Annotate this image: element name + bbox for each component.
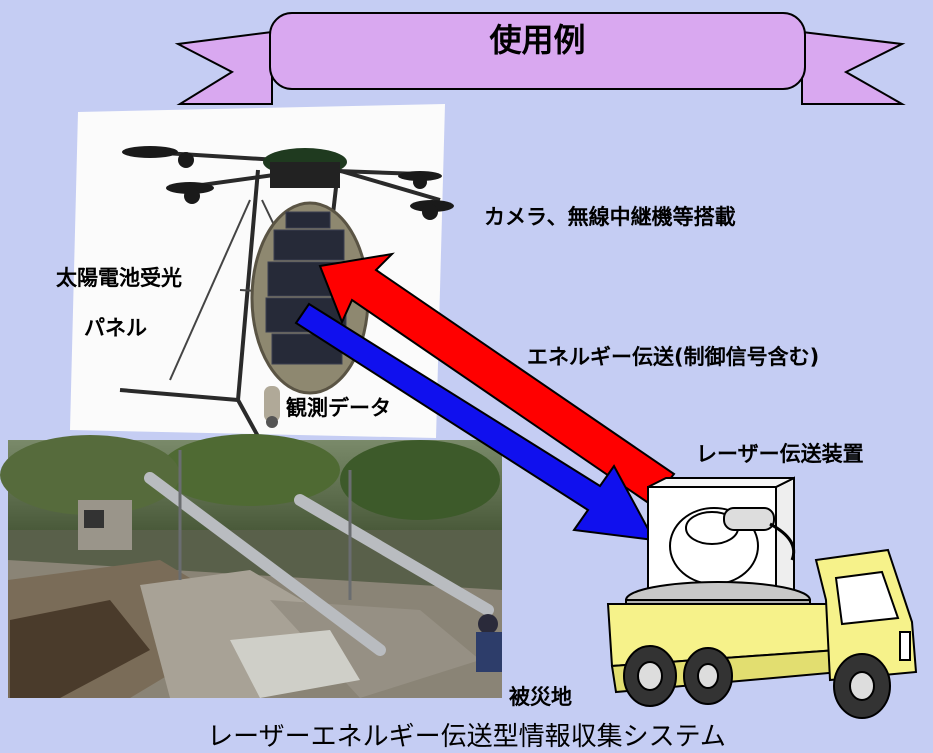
banner-title: 使用例 bbox=[489, 21, 586, 59]
laser-device-label: レーザー伝送装置 bbox=[696, 442, 864, 466]
energy-transmission-label: エネルギー伝送(制御信号含む) bbox=[527, 345, 820, 369]
payload-label: カメラ、無線中継機等搭載 bbox=[484, 205, 736, 229]
banner-left-tail bbox=[174, 30, 273, 105]
banner-body bbox=[269, 12, 806, 90]
data-arrow bbox=[294, 302, 656, 542]
camera-icon bbox=[264, 386, 280, 428]
disaster-photo bbox=[0, 434, 502, 698]
title-banner bbox=[174, 12, 906, 105]
truck-illustration bbox=[606, 476, 918, 719]
disaster-area-label: 被災地 bbox=[509, 685, 572, 709]
solar-panel-label-line1: 太陽電池受光 bbox=[56, 266, 182, 290]
observation-data-label: 観測データ bbox=[286, 396, 391, 420]
solar-panel-label-line2: パネル bbox=[84, 316, 147, 340]
banner-right-tail bbox=[801, 30, 906, 105]
diagram-caption: レーザーエネルギー伝送型情報収集システム bbox=[207, 722, 726, 752]
